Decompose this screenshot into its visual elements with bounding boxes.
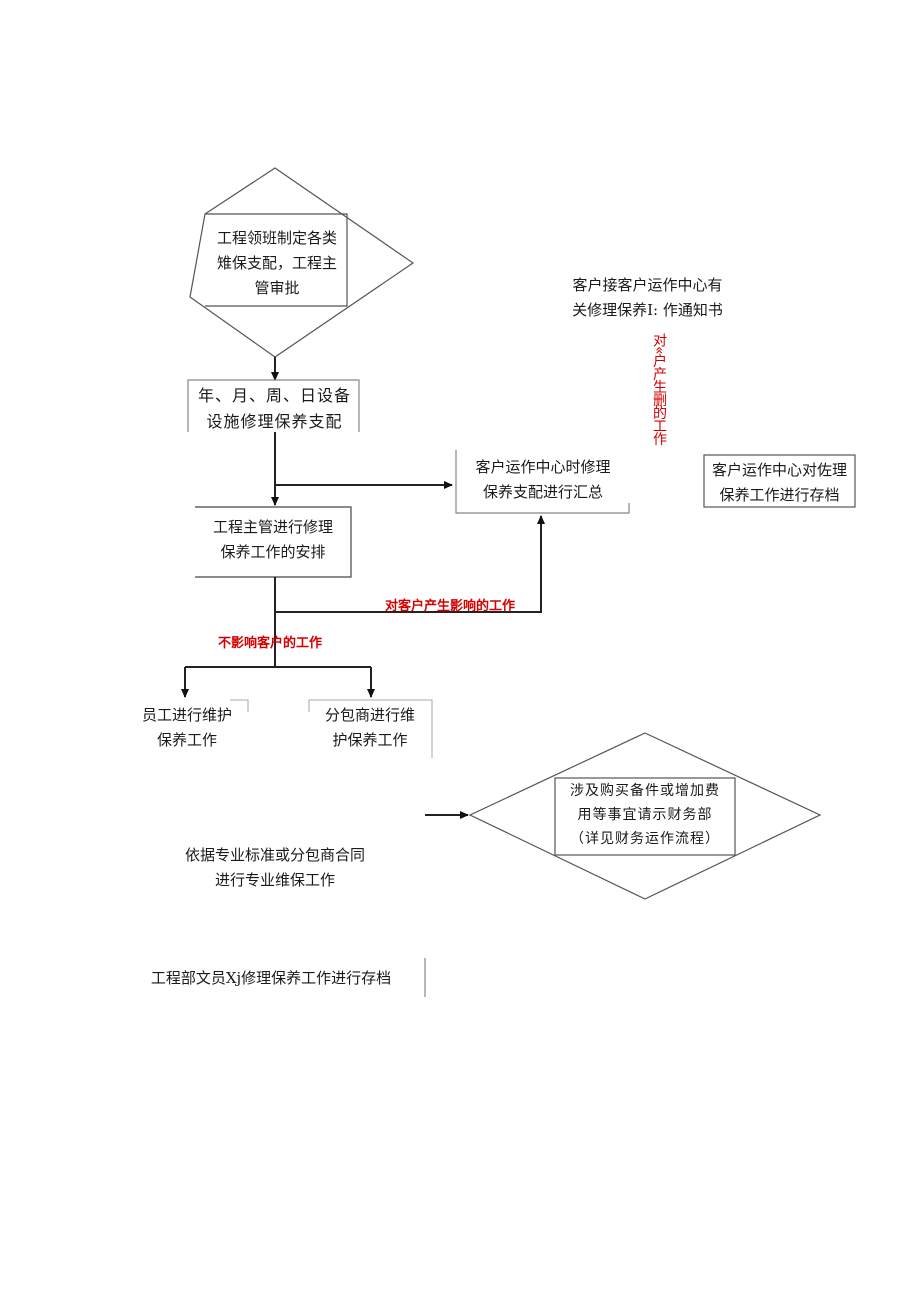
subcontractor-box xyxy=(308,699,433,758)
schedule-text: 年、月、周、日设备 设施修理保养支配 xyxy=(197,386,351,431)
archive-customer-text: 客户运作中心对佐理 保养工作进行存档 xyxy=(711,461,847,504)
customer-notice-text: 客户接客户运作中心有 关修理保养I: 作通知书 xyxy=(572,276,723,319)
archive-engineering-text: 工程部文员Xj修理保养工作进行存档 xyxy=(150,969,392,987)
staff-text: 员工进行维护 保养工作 xyxy=(141,706,232,749)
purchase-diamond xyxy=(468,732,822,900)
summary-box xyxy=(455,450,630,514)
archive-customer-box xyxy=(703,454,856,508)
purchase-box xyxy=(554,777,736,856)
arrange-box xyxy=(195,506,352,578)
no-affect-customer-label: 不影响客户的工作 xyxy=(218,636,323,651)
affects-customer-label: 对客户产生影响的工作 xyxy=(385,599,516,614)
plan-approval-text: 工程领班制定各类 雉保支配，工程主 管审批 xyxy=(216,229,337,297)
subcontractor-text: 分包商进行维 护保养工作 xyxy=(324,706,415,749)
arrange-text: 工程主管进行修理 保养工作的安排 xyxy=(212,518,333,561)
plan-approval-diamond xyxy=(189,167,415,358)
plan-approval-box xyxy=(205,213,348,307)
affects-customer-vertical-label: 对«户产生删的工作 xyxy=(651,333,667,445)
schedule-box xyxy=(187,379,360,432)
purchase-text: 涉及购买备件或增加费 用等事宜请示财务部 （详见财务运作流程） xyxy=(570,783,720,847)
staff-box xyxy=(230,699,249,712)
summary-text: 客户运作中心时修理 保养支配进行汇总 xyxy=(475,458,611,501)
standard-text: 依据专业标准或分包商合同 进行专业维保工作 xyxy=(184,846,365,889)
